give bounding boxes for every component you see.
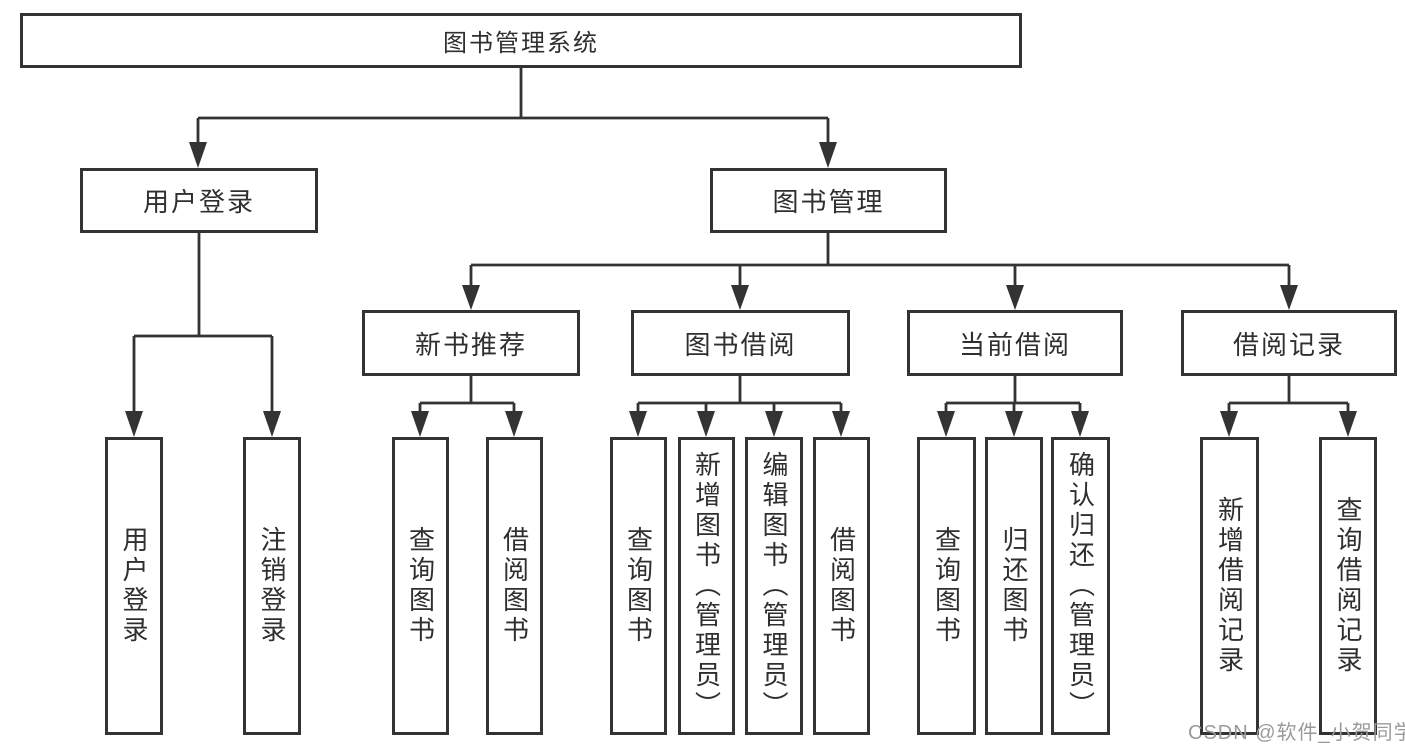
node-label: 查询图书 bbox=[405, 526, 436, 646]
arrow-down-icon bbox=[411, 411, 429, 437]
node-label: 新增图书（管理员） bbox=[691, 451, 722, 721]
node-label: 新书推荐 bbox=[414, 329, 527, 360]
connector-user-login-to-leaves bbox=[125, 233, 281, 437]
connector-borrowing-records-to-leaves bbox=[1220, 376, 1357, 437]
node-label: 查询借阅记录 bbox=[1333, 496, 1363, 676]
node-label: 图书管理系统 bbox=[443, 30, 599, 57]
arrow-down-icon bbox=[731, 285, 749, 310]
node-label: 借阅图书 bbox=[826, 526, 857, 646]
node-label: 借阅记录 bbox=[1232, 329, 1345, 360]
arrow-down-icon bbox=[189, 142, 207, 168]
node-label: 查询图书 bbox=[931, 526, 962, 646]
leaf-borrow-books-borrowing: 借阅图书 bbox=[813, 437, 870, 735]
arrow-down-icon bbox=[1071, 411, 1089, 437]
leaf-query-books-current: 查询图书 bbox=[917, 437, 976, 735]
arrow-down-icon bbox=[697, 411, 715, 437]
node-book-borrowing: 图书借阅 bbox=[631, 310, 850, 376]
arrow-down-icon bbox=[1280, 285, 1298, 310]
connector-new-book-recommend-to-leaves bbox=[411, 376, 523, 437]
node-label: 借阅图书 bbox=[499, 526, 530, 646]
arrow-down-icon bbox=[765, 411, 783, 437]
node-book-management: 图书管理 bbox=[710, 168, 947, 233]
node-label: 用户登录 bbox=[142, 187, 255, 217]
leaf-edit-books-admin: 编辑图书（管理员） bbox=[745, 437, 803, 735]
connector-book-management-to-modules bbox=[462, 232, 1298, 310]
node-label: 新增借阅记录 bbox=[1214, 496, 1245, 676]
arrow-down-icon bbox=[505, 411, 523, 437]
node-new-book-recommend: 新书推荐 bbox=[362, 310, 580, 376]
connector-current-borrowing-to-leaves bbox=[937, 376, 1089, 437]
arrow-down-icon bbox=[1220, 411, 1238, 437]
arrow-down-icon bbox=[263, 411, 281, 437]
node-label: 归还图书 bbox=[999, 526, 1029, 646]
csdn-watermark: CSDN @软件_小贺同学 bbox=[1188, 722, 1405, 744]
arrow-down-icon bbox=[832, 411, 850, 437]
arrow-down-icon bbox=[1005, 411, 1023, 437]
leaf-query-borrow-record: 查询借阅记录 bbox=[1319, 437, 1377, 735]
arrow-down-icon bbox=[629, 411, 647, 437]
leaf-add-borrow-record: 新增借阅记录 bbox=[1200, 437, 1259, 735]
arrow-down-icon bbox=[125, 411, 143, 437]
node-current-borrowing: 当前借阅 bbox=[907, 310, 1123, 376]
node-user-login: 用户登录 bbox=[80, 168, 318, 233]
node-label: 注销登录 bbox=[257, 526, 287, 646]
leaf-query-books-borrowing: 查询图书 bbox=[610, 437, 667, 735]
arrow-down-icon bbox=[819, 142, 837, 168]
node-label: 图书管理 bbox=[772, 187, 885, 217]
leaf-logout: 注销登录 bbox=[243, 437, 301, 735]
node-label: 编辑图书（管理员） bbox=[759, 451, 789, 721]
leaf-add-books-admin: 新增图书（管理员） bbox=[678, 437, 735, 735]
leaf-borrow-books-recommend: 借阅图书 bbox=[486, 437, 543, 735]
connector-root-to-level2 bbox=[189, 68, 837, 168]
node-label: 查询图书 bbox=[623, 526, 654, 646]
leaf-query-books-recommend: 查询图书 bbox=[392, 437, 449, 735]
node-label: 当前借阅 bbox=[958, 329, 1071, 360]
leaf-return-books: 归还图书 bbox=[985, 437, 1043, 735]
arrow-down-icon bbox=[462, 285, 480, 310]
leaf-user-login: 用户登录 bbox=[105, 437, 163, 735]
arrow-down-icon bbox=[1339, 411, 1357, 437]
node-library-management-system: 图书管理系统 bbox=[20, 13, 1022, 68]
leaf-confirm-return-admin: 确认归还（管理员） bbox=[1051, 437, 1110, 735]
arrow-down-icon bbox=[1006, 285, 1024, 310]
node-label: 用户登录 bbox=[119, 526, 149, 646]
node-label: 确认归还（管理员） bbox=[1065, 451, 1096, 721]
node-borrowing-records: 借阅记录 bbox=[1181, 310, 1397, 376]
arrow-down-icon bbox=[937, 411, 955, 437]
node-label: 图书借阅 bbox=[684, 329, 797, 360]
connector-book-borrowing-to-leaves bbox=[629, 376, 850, 437]
